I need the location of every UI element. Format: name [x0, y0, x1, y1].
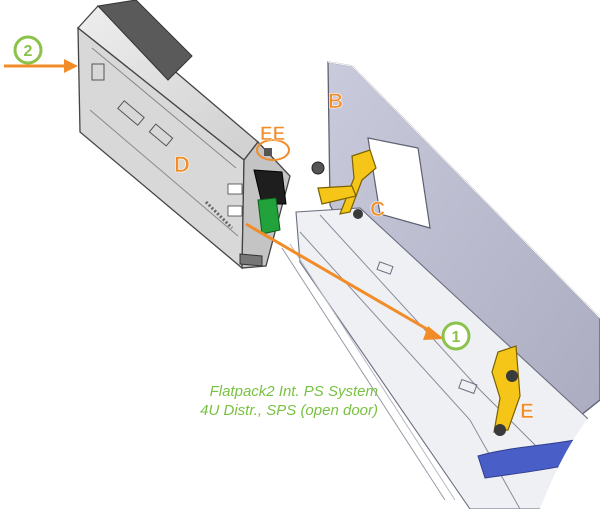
part-label-b: B [328, 90, 343, 113]
part-label-c: C [370, 198, 385, 221]
bracket-e [491, 345, 521, 436]
arrow-step-2 [4, 59, 78, 73]
part-label-d: D [174, 152, 190, 177]
step-1-marker: 1 [441, 321, 471, 351]
cabinet-shelf [281, 61, 600, 510]
diagram-caption: Flatpack2 Int. PS System 4U Distr., SPS … [138, 382, 378, 420]
step-2-marker: 2 [13, 35, 43, 65]
bracket-c [311, 149, 377, 219]
power-module [77, 0, 291, 270]
caption-line-1: Flatpack2 Int. PS System [209, 383, 378, 400]
part-label-e: E [520, 400, 534, 423]
ee-highlight-ellipse [256, 139, 290, 161]
caption-line-2: 4U Distr., SPS (open door) [200, 402, 378, 419]
step-2-label: 2 [24, 43, 33, 60]
part-label-ee: EE [260, 124, 285, 145]
arrow-step-1 [245, 222, 444, 340]
step-1-label: 1 [452, 329, 461, 346]
